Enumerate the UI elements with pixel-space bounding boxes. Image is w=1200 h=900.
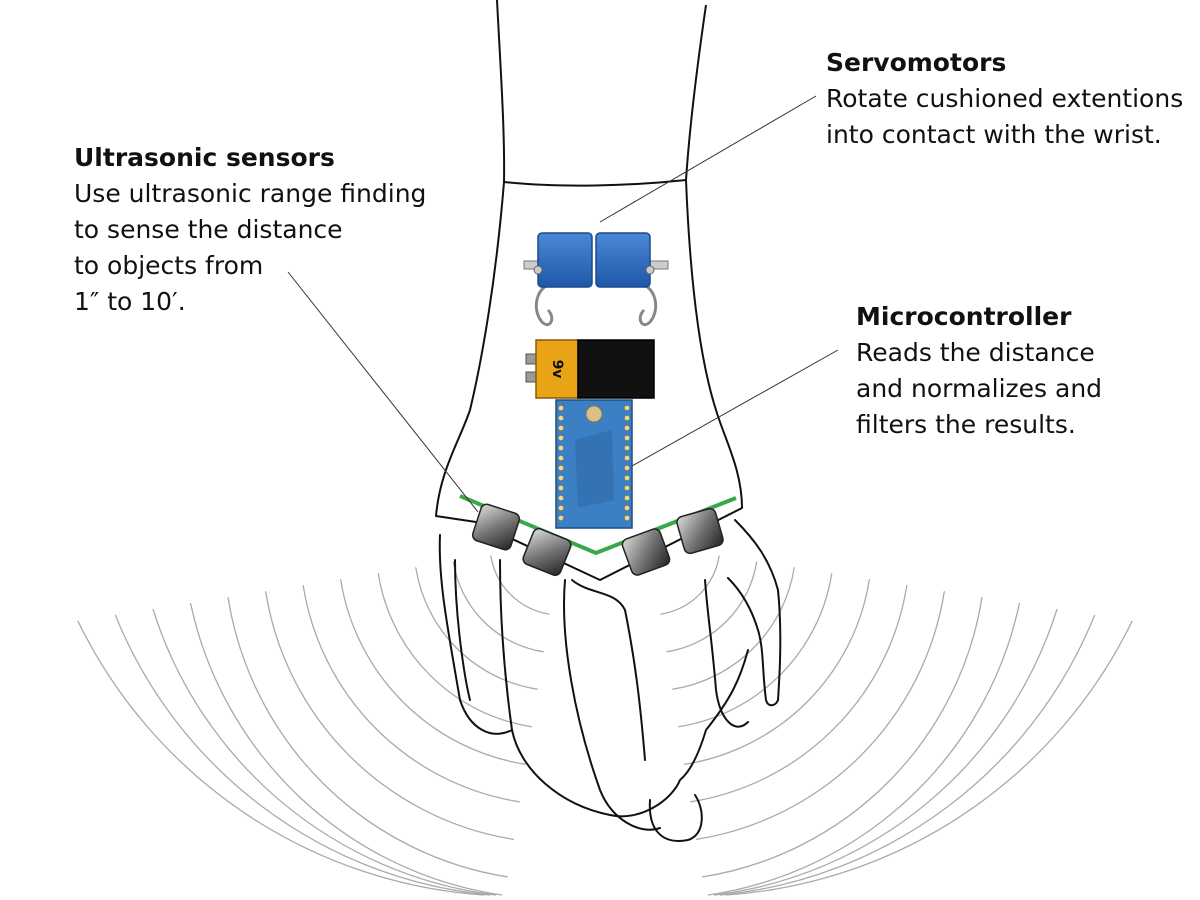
sonar-wave-arc <box>77 620 485 896</box>
sonar-wave-arc <box>114 614 491 896</box>
board-pin <box>558 425 564 431</box>
board-pin <box>558 445 564 451</box>
sonar-wave-arc <box>695 590 945 840</box>
sonar-wave-arc <box>666 561 758 653</box>
ultrasonic-sensor <box>471 503 521 551</box>
board-pin <box>558 405 564 411</box>
board-pin <box>624 445 630 451</box>
ultrasonic-line: 1″ to 10′. <box>74 287 186 316</box>
sonar-wave-arc <box>701 596 983 878</box>
ultrasonic-line: to sense the distance <box>74 215 343 244</box>
micro-title: Microcontroller <box>856 302 1072 331</box>
board-pin <box>558 465 564 471</box>
sonar-wave-arc <box>725 620 1133 896</box>
sonar-wave-arc <box>713 608 1058 896</box>
sonar-wave-arc <box>660 555 720 615</box>
servo-annotation: Servomotors Rotate cushioned extentions … <box>826 45 1183 153</box>
board-pin <box>624 435 630 441</box>
sonar-wave-arc <box>152 608 497 896</box>
servomotors <box>523 232 669 327</box>
ultrasonic-sensor <box>621 528 671 576</box>
board-pin <box>558 505 564 511</box>
servo-title: Servomotors <box>826 48 1007 77</box>
ultrasonic-sensors <box>471 503 724 577</box>
board-pin <box>624 495 630 501</box>
board-pin <box>624 425 630 431</box>
micro-annotation: Microcontroller Reads the distance and n… <box>856 299 1102 443</box>
hand-outline <box>438 519 782 842</box>
ultrasonic-sensor <box>522 527 572 577</box>
sonar-wave-arc <box>690 585 908 803</box>
battery-9v: 9v <box>525 339 655 399</box>
sonar-wave-arc <box>340 579 526 765</box>
sonar-wave-arc <box>707 602 1021 896</box>
micro-line: filters the results. <box>856 410 1076 439</box>
micro-line: and normalizes and <box>856 374 1103 403</box>
sonar-wave-arc <box>490 555 550 615</box>
servo-line: Rotate cushioned extentions <box>826 84 1184 113</box>
sonar-wave-arc <box>227 596 509 878</box>
board-pin <box>624 505 630 511</box>
sonar-wave-arc <box>678 573 833 728</box>
ultrasonic-line: Use ultrasonic range finding <box>74 179 427 208</box>
board-pin <box>624 485 630 491</box>
sonar-wave-arc <box>377 573 532 728</box>
sonar-wave-arc <box>265 590 515 840</box>
board-pin <box>558 485 564 491</box>
sonar-wave-arc <box>415 567 538 690</box>
board-pin <box>558 435 564 441</box>
board-pin <box>624 415 630 421</box>
board-pin <box>558 455 564 461</box>
board-pin <box>624 405 630 411</box>
leader-lines <box>287 95 839 513</box>
sonar-wave-arc <box>684 579 870 765</box>
ultrasonic-annotation: Ultrasonic sensors Use ultrasonic range … <box>74 140 426 320</box>
servo-left <box>537 232 593 288</box>
board-pin <box>624 475 630 481</box>
ultrasonic-line: to objects from <box>74 251 264 280</box>
board-pin <box>624 455 630 461</box>
board-pin <box>558 515 564 521</box>
sonar-wave-arc <box>302 585 520 803</box>
board-pin <box>558 415 564 421</box>
servo-line: into contact with the wrist. <box>826 120 1162 149</box>
sonar-wave-arc <box>719 614 1096 896</box>
board-pin <box>624 465 630 471</box>
ultrasonic-sensor <box>676 507 724 555</box>
board-pin <box>558 475 564 481</box>
battery-label: 9v <box>549 360 565 379</box>
sonar-wave-arc <box>452 561 544 653</box>
sonar-wave-arc <box>189 602 503 896</box>
microcontroller-board <box>555 399 633 529</box>
ultrasonic-title: Ultrasonic sensors <box>74 143 335 172</box>
board-pins <box>558 405 630 521</box>
arm-outline <box>496 0 707 183</box>
board-pin <box>624 515 630 521</box>
servo-right <box>595 232 651 288</box>
board-pin <box>558 495 564 501</box>
micro-line: Reads the distance <box>856 338 1095 367</box>
sonar-wave-arc <box>672 567 795 690</box>
sonar-waves <box>77 555 1133 896</box>
